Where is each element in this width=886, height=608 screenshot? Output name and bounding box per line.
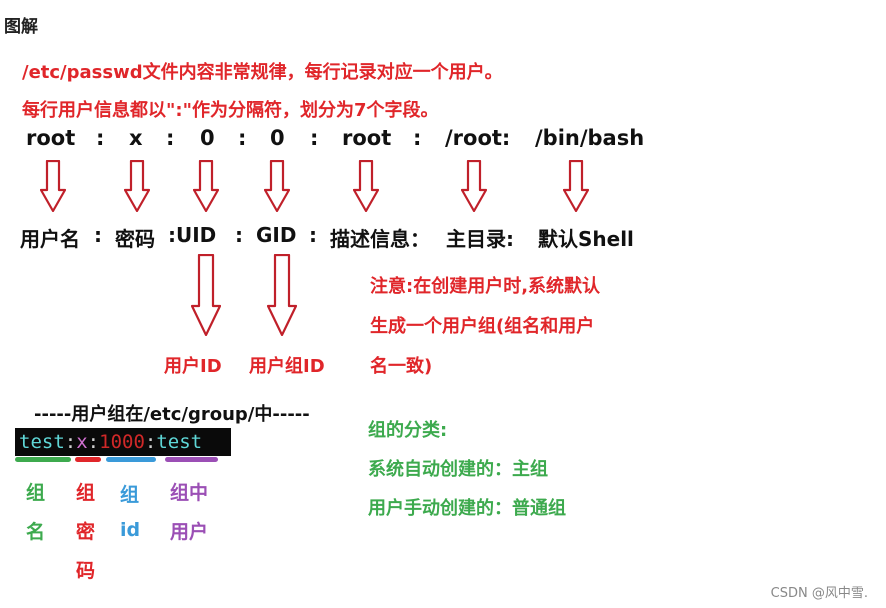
down-arrow-icon xyxy=(40,160,66,212)
group-colon: : xyxy=(144,431,157,453)
down-arrow-icon xyxy=(264,160,290,212)
group-name-underline xyxy=(15,457,71,462)
classification-line-2: 用户手动创建的：普通组 xyxy=(368,498,566,519)
heading: 图解 xyxy=(4,17,38,37)
note-line-2: 生成一个用户组(组名和用户 xyxy=(370,316,595,337)
col-group-members-2: 用户 xyxy=(170,521,209,543)
label-separator: : xyxy=(235,223,243,247)
field-separator: : xyxy=(238,126,247,150)
label-username: 用户名 xyxy=(20,227,80,251)
sub-label-group-id: 用户组ID xyxy=(249,356,325,377)
col-group-password-2: 密 xyxy=(76,521,96,543)
label-gid: GID xyxy=(256,223,297,247)
note-line-1: 注意:在创建用户时,系统默认 xyxy=(370,276,601,297)
group-id-text: 1000 xyxy=(99,431,145,453)
label-uid: :UID xyxy=(168,223,217,247)
col-group-members-1: 组中 xyxy=(170,482,209,504)
col-group-password-3: 码 xyxy=(76,560,96,582)
sub-label-user-id: 用户ID xyxy=(164,356,222,377)
field-separator: : xyxy=(310,126,319,150)
group-password-text: x xyxy=(76,431,88,453)
label-home: 主目录: xyxy=(446,227,514,251)
group-id-underline xyxy=(106,457,156,462)
classification-line-1: 系统自动创建的：主组 xyxy=(368,459,548,480)
watermark: CSDN @风中雪. xyxy=(770,586,868,601)
label-description: 描述信息： xyxy=(330,227,430,251)
classification-title: 组的分类: xyxy=(368,420,448,441)
group-colon: : xyxy=(64,431,77,453)
col-group-name-2: 名 xyxy=(26,521,46,543)
group-password-underline xyxy=(75,457,101,462)
label-separator: : xyxy=(94,223,102,247)
note-line-3: 名一致) xyxy=(370,356,433,377)
group-members-text: test xyxy=(156,431,203,453)
label-password: 密码 xyxy=(115,227,155,251)
col-group-id-2: id xyxy=(120,519,141,541)
group-members-underline xyxy=(165,457,218,462)
field-gid-value: 0 xyxy=(270,126,285,150)
label-shell: 默认Shell xyxy=(538,227,634,251)
field-separator: : xyxy=(413,126,422,150)
col-group-password-1: 组 xyxy=(76,482,96,504)
intro-line-2: 每行用户信息都以":"作为分隔符，划分为7个字段。 xyxy=(22,100,439,121)
group-colon: : xyxy=(87,431,100,453)
down-arrow-icon xyxy=(124,160,150,212)
group-file-title: -----用户组在/etc/group/中----- xyxy=(34,404,310,425)
field-shell-value: /bin/bash xyxy=(535,126,645,150)
field-separator: : xyxy=(166,126,175,150)
col-group-name-1: 组 xyxy=(26,482,46,504)
down-arrow-icon xyxy=(563,160,589,212)
field-home-value: /root: xyxy=(445,126,511,150)
down-arrow-icon xyxy=(353,160,379,212)
field-separator: : xyxy=(96,126,105,150)
intro-line-1: /etc/passwd文件内容非常规律，每行记录对应一个用户。 xyxy=(22,62,503,83)
field-uid-value: 0 xyxy=(200,126,215,150)
field-username-value: root xyxy=(26,126,76,150)
group-name-text: test xyxy=(19,431,65,453)
field-password-value: x xyxy=(129,126,143,150)
down-arrow-icon xyxy=(193,160,219,212)
label-separator: : xyxy=(309,223,317,247)
group-terminal-line: test:x:1000:test xyxy=(15,428,231,456)
down-arrow-icon xyxy=(191,254,221,336)
down-arrow-icon xyxy=(461,160,487,212)
col-group-id-1: 组 xyxy=(120,484,140,506)
field-description-value: root xyxy=(342,126,392,150)
down-arrow-icon xyxy=(267,254,297,336)
